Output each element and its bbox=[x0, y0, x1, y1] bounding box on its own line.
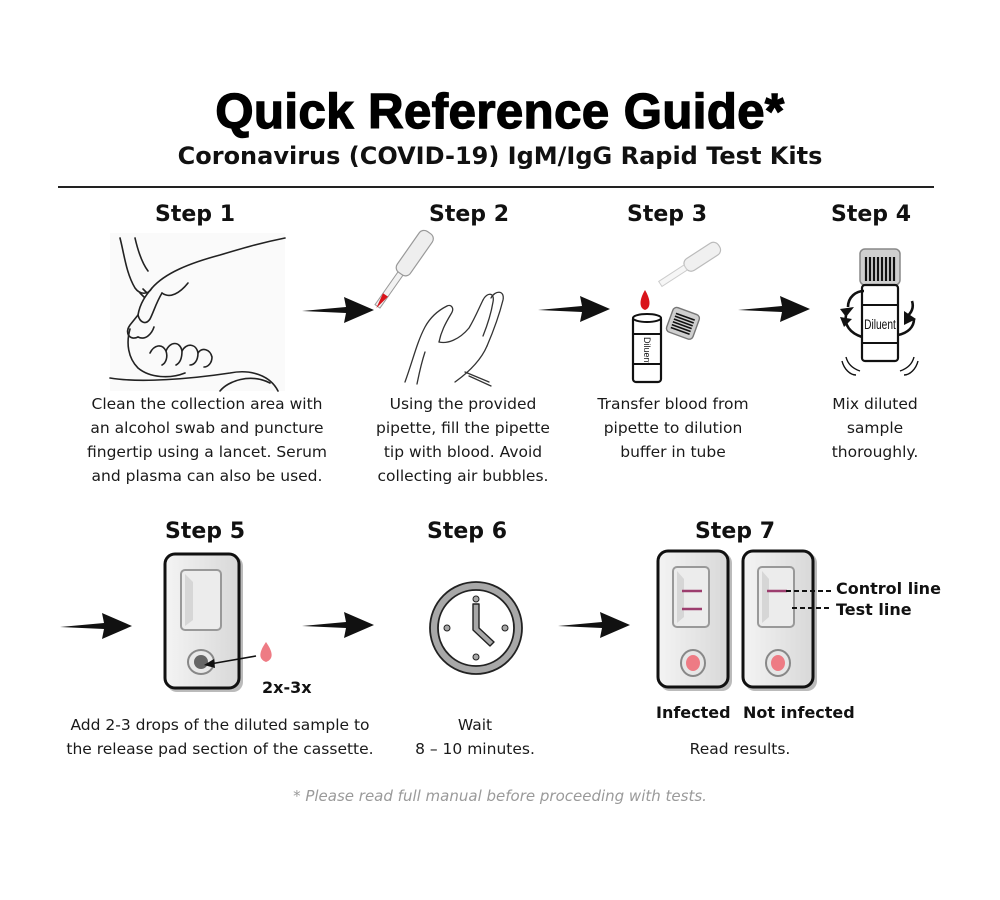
page-subtitle: Coronavirus (COVID-19) IgM/IgG Rapid Tes… bbox=[177, 142, 823, 170]
arrow-step2-to-step3-icon bbox=[538, 296, 610, 322]
step-4-heading: Step 4 bbox=[831, 202, 911, 227]
step-5-description: Add 2-3 drops of the diluted sample to t… bbox=[66, 716, 374, 758]
result-not-infected-label: Not infected bbox=[743, 703, 855, 722]
step-7-heading: Step 7 bbox=[695, 519, 775, 544]
page-title: Quick Reference Guide* bbox=[215, 84, 785, 139]
step-2-heading: Step 2 bbox=[429, 202, 509, 227]
control-line-label: Control line bbox=[836, 579, 941, 598]
result-cassette-not-infected-icon bbox=[741, 549, 817, 691]
drops-label: 2x-3x bbox=[262, 678, 312, 697]
tube-cap-icon bbox=[665, 306, 701, 340]
step-4-description: Mix diluted sample thoroughly. bbox=[831, 395, 919, 461]
arrow-step4-to-step5-icon bbox=[60, 613, 132, 639]
step-3-description: Transfer blood from pipette to dilution … bbox=[597, 395, 749, 461]
arrow-step1-to-step2-icon bbox=[302, 297, 374, 323]
result-cassette-infected-icon bbox=[656, 549, 732, 691]
step-3-heading: Step 3 bbox=[627, 202, 707, 227]
tube-body bbox=[631, 313, 663, 384]
test-line-label: Test line bbox=[836, 600, 912, 619]
arrow-step5-to-step6-icon bbox=[302, 612, 374, 638]
header-divider bbox=[58, 186, 934, 188]
step-7-description: Read results. bbox=[689, 740, 791, 758]
test-cassette-icon bbox=[163, 552, 243, 692]
step-1-description: Clean the collection area with an alcoho… bbox=[87, 395, 327, 485]
step-6-heading: Step 6 bbox=[427, 519, 507, 544]
arrow-step3-to-step4-icon bbox=[738, 296, 810, 322]
blood-drop-icon bbox=[640, 290, 650, 310]
arrow-step6-to-step7-icon bbox=[558, 612, 630, 638]
footnote: * Please read full manual before proceed… bbox=[293, 787, 707, 805]
step-5-heading: Step 5 bbox=[165, 519, 245, 544]
step-6-description: Wait 8 – 10 minutes. bbox=[415, 716, 535, 758]
finger-lancet-icon bbox=[109, 233, 286, 392]
step-2-description: Using the provided pipette, fill the pip… bbox=[376, 395, 550, 485]
clock-icon bbox=[429, 581, 523, 675]
result-infected-label: Infected bbox=[656, 703, 731, 722]
mixing-tube-icon: Diluent bbox=[840, 248, 919, 376]
pipette-hand-icon bbox=[374, 229, 504, 387]
diluent-tube-icon: Diluent bbox=[631, 241, 722, 384]
diluent-label: Diluent bbox=[864, 316, 896, 332]
control-line-pointer bbox=[786, 590, 832, 609]
step-1-heading: Step 1 bbox=[155, 202, 235, 227]
diluent-label: Diluent bbox=[642, 337, 652, 366]
sample-drop-pointer-icon bbox=[204, 642, 272, 668]
